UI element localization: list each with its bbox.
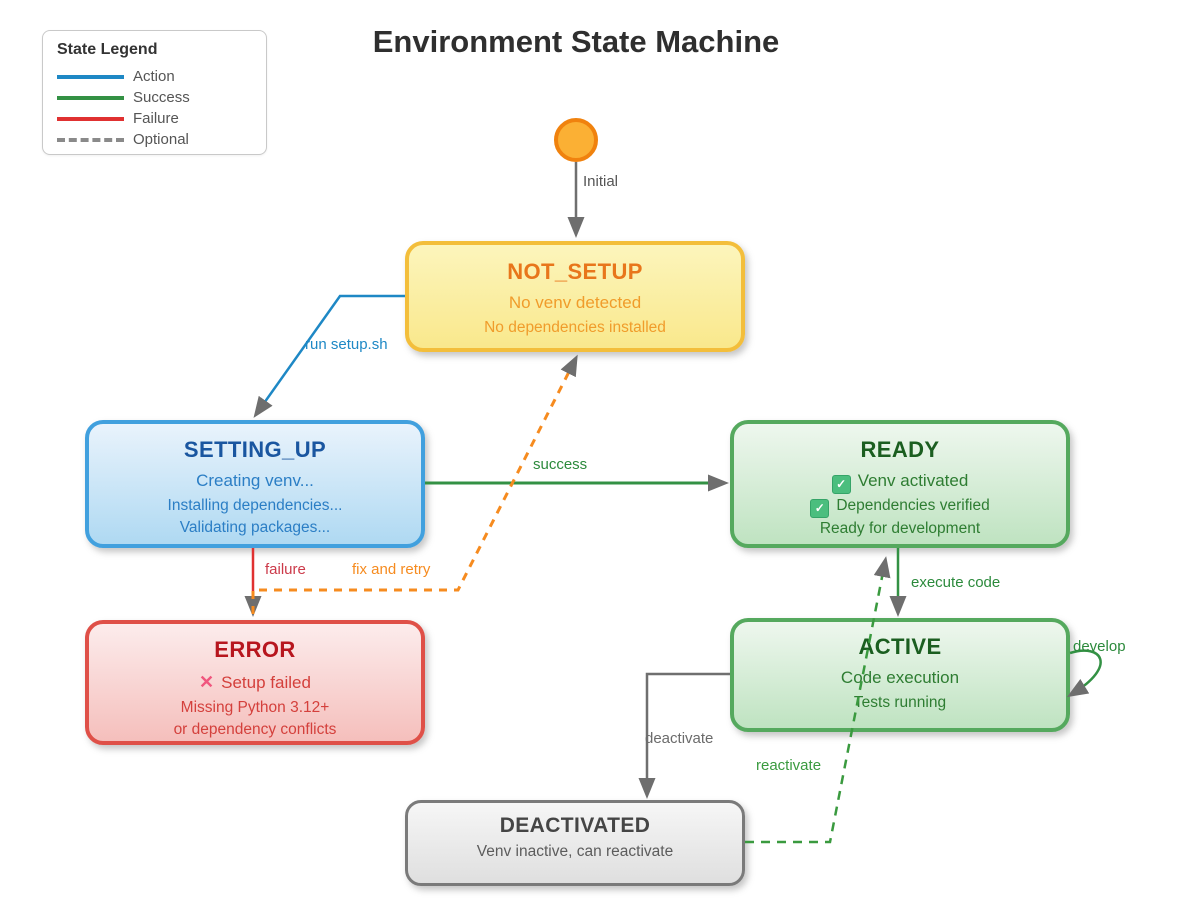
edge-label-develop: develop [1073,638,1126,655]
optional-dashed-line-swatch [57,137,124,142]
state-title: SETTING_UP [183,437,327,462]
state-setting-up: SETTING_UP Creating venv... Installing d… [85,420,425,548]
checkbox-checked-icon: ✓ [831,474,851,494]
legend-label: Action [133,68,175,85]
state-deactivated: DEACTIVATED Venv inactive, can reactivat… [405,800,745,886]
edge-label-execute-code: execute code [911,574,1001,591]
state-active: ACTIVE Code execution Tests running [730,618,1070,732]
state-ready: READY ✓ Venv activated ✓ Dependencies veri… [730,420,1070,548]
edge-label-run-setup: run setup.sh [305,336,388,353]
state-line: Missing Python 3.12+ [180,698,330,716]
edge-label-success: success [533,456,588,473]
legend-title: State Legend [57,41,158,58]
action-line-swatch [57,74,124,79]
state-not-setup: NOT_SETUP No venv detected No dependenci… [405,241,745,352]
edge-develop-self-loop [1066,649,1102,698]
state-line: Installing dependencies... [167,496,343,514]
state-line: ✕ Setup failed [199,668,311,697]
state-title: NOT_SETUP [507,259,643,284]
state-line: Tests running [853,693,947,711]
edge-label-deactivate: deactivate [645,730,714,747]
page-title: Environment State Machine [372,24,780,59]
legend-row-optional: Optional [57,129,252,150]
state-line-text: Dependencies verified [836,496,990,514]
edge-run-setup [253,294,405,418]
cross-mark-icon: ✕ [199,672,215,692]
state-line: Code execution [840,668,960,687]
state-line: Ready for development [819,519,981,537]
state-line: Creating venv... [196,471,314,490]
state-title: READY [860,437,940,462]
legend-panel: State Legend Action Success Failure Opti… [42,30,267,155]
failure-line-swatch [57,116,124,121]
edge-label-failure: failure [265,561,306,578]
legend-label: Optional [133,131,189,148]
state-title: ERROR [214,637,296,662]
legend-row-failure: Failure [57,108,252,129]
state-line: No venv detected [508,293,642,312]
state-line: ✓ Dependencies verified [810,495,990,518]
legend-row-success: Success [57,87,252,108]
edge-label-fix-and-retry: fix and retry [352,561,431,578]
state-error: ERROR ✕ Setup failed Missing Python 3.12+… [85,620,425,745]
state-line: ✓ Venv activated [831,468,969,495]
legend-label: Success [133,89,190,106]
edge-label-initial: Initial [583,173,619,190]
state-title: DEACTIVATED [499,814,651,837]
state-line: Validating packages... [179,518,331,536]
state-title: ACTIVE [858,634,942,659]
state-line-text: Venv activated [857,471,969,490]
checkbox-checked-icon: ✓ [810,498,830,518]
legend-label: Failure [133,110,179,127]
state-line: Venv inactive, can reactivate [476,843,674,860]
initial-state-node [554,118,598,162]
success-line-swatch [57,95,124,100]
legend-row-action: Action [57,66,252,87]
edge-label-reactivate: reactivate [756,757,822,774]
state-line-text: Setup failed [221,673,311,692]
state-line: No dependencies installed [484,318,666,336]
state-line: or dependency conflicts [173,720,337,738]
